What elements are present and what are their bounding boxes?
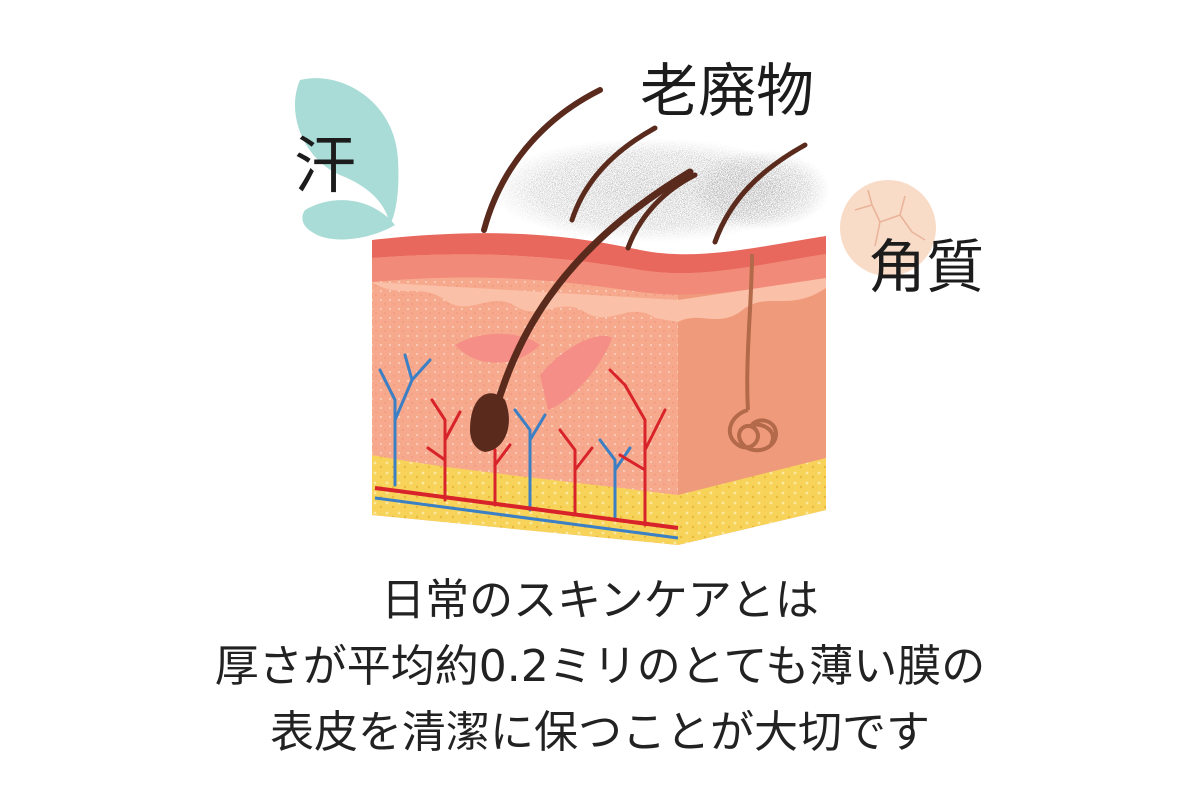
waste-dust-cloud: [490, 138, 830, 242]
caption-line-2: 厚さが平均約0.2ミリのとても薄い膜の: [214, 641, 986, 692]
keratin-label: 角質: [868, 233, 985, 301]
caption: 日常のスキンケアとは 厚さが平均約0.2ミリのとても薄い膜の 表皮を清潔に保つこ…: [0, 568, 1200, 766]
sweat-label: 汗: [294, 129, 357, 202]
waste-label: 老廃物: [640, 57, 815, 125]
skin-cross-section-illustration: [372, 87, 826, 545]
caption-line-3: 表皮を清潔に保つことが大切です: [270, 707, 930, 758]
keratin-icon: [840, 180, 936, 276]
caption-line-1: 日常のスキンケアとは: [381, 575, 819, 626]
sweat-drop-icon: [294, 78, 399, 240]
